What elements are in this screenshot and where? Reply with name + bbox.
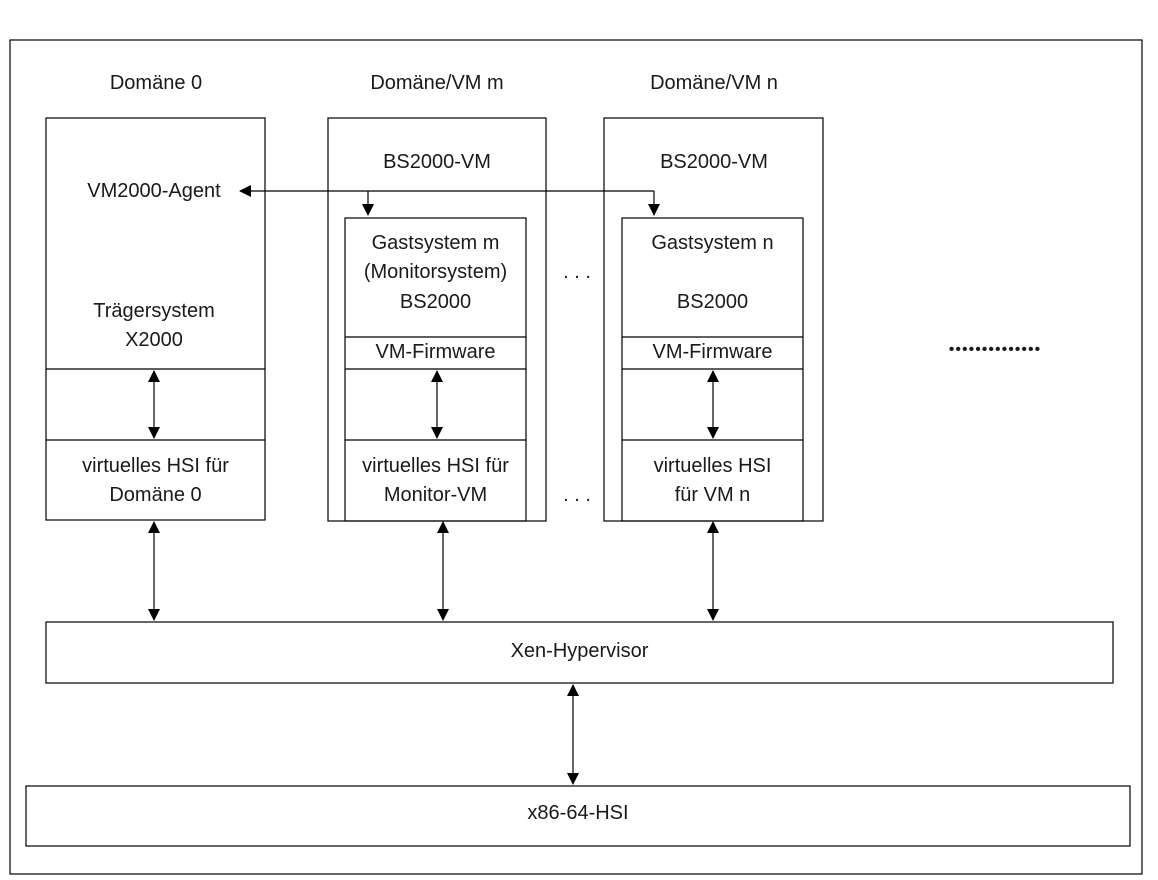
domain0-hsi-label: virtuelles HSI für <box>82 455 229 477</box>
guest-m-role: (Monitorsystem) <box>363 261 508 283</box>
ellipsis-more-domains: •••••••••••••• <box>948 341 1042 358</box>
guest-n-hsi-name: für VM n <box>674 484 751 506</box>
guest-n-hsi-label: virtuelles HSI <box>653 455 772 477</box>
guest-n-firmware: VM-Firmware <box>652 341 773 363</box>
guest-m-hsi-name: Monitor-VM <box>383 484 488 506</box>
guest-n-name: Gastsystem n <box>651 232 774 254</box>
domain0-title: Domäne 0 <box>109 72 203 94</box>
vm2000-agent-label: VM2000-Agent <box>87 180 221 202</box>
hardware-box <box>25 785 1131 847</box>
guest-m-firmware: VM-Firmware <box>375 341 496 363</box>
domain-m-vm-label: BS2000-VM <box>383 151 491 173</box>
outer-frame <box>9 39 1143 875</box>
domain0-box <box>45 117 266 521</box>
ellipsis-hsi-row: . . . <box>563 484 591 506</box>
domain-n-vm-label: BS2000-VM <box>660 151 768 173</box>
domain0-hsi-name: Domäne 0 <box>109 484 202 506</box>
guest-n-os: BS2000 <box>676 291 749 313</box>
host-system-label: Trägersystem <box>93 300 215 322</box>
guest-m-os: BS2000 <box>399 291 472 313</box>
hardware-label: x86-64-HSI <box>527 802 629 824</box>
guest-m-hsi-label: virtuelles HSI für <box>362 455 509 477</box>
hypervisor-box <box>45 621 1114 684</box>
domain-n-title: Domäne/VM n <box>650 72 778 94</box>
guest-m-name: Gastsystem m <box>371 232 500 254</box>
hypervisor-label: Xen-Hypervisor <box>510 640 649 662</box>
domain-m-title: Domäne/VM m <box>370 72 504 94</box>
host-system-name: X2000 <box>125 329 183 351</box>
ellipsis-guest-row: . . . <box>563 261 591 283</box>
